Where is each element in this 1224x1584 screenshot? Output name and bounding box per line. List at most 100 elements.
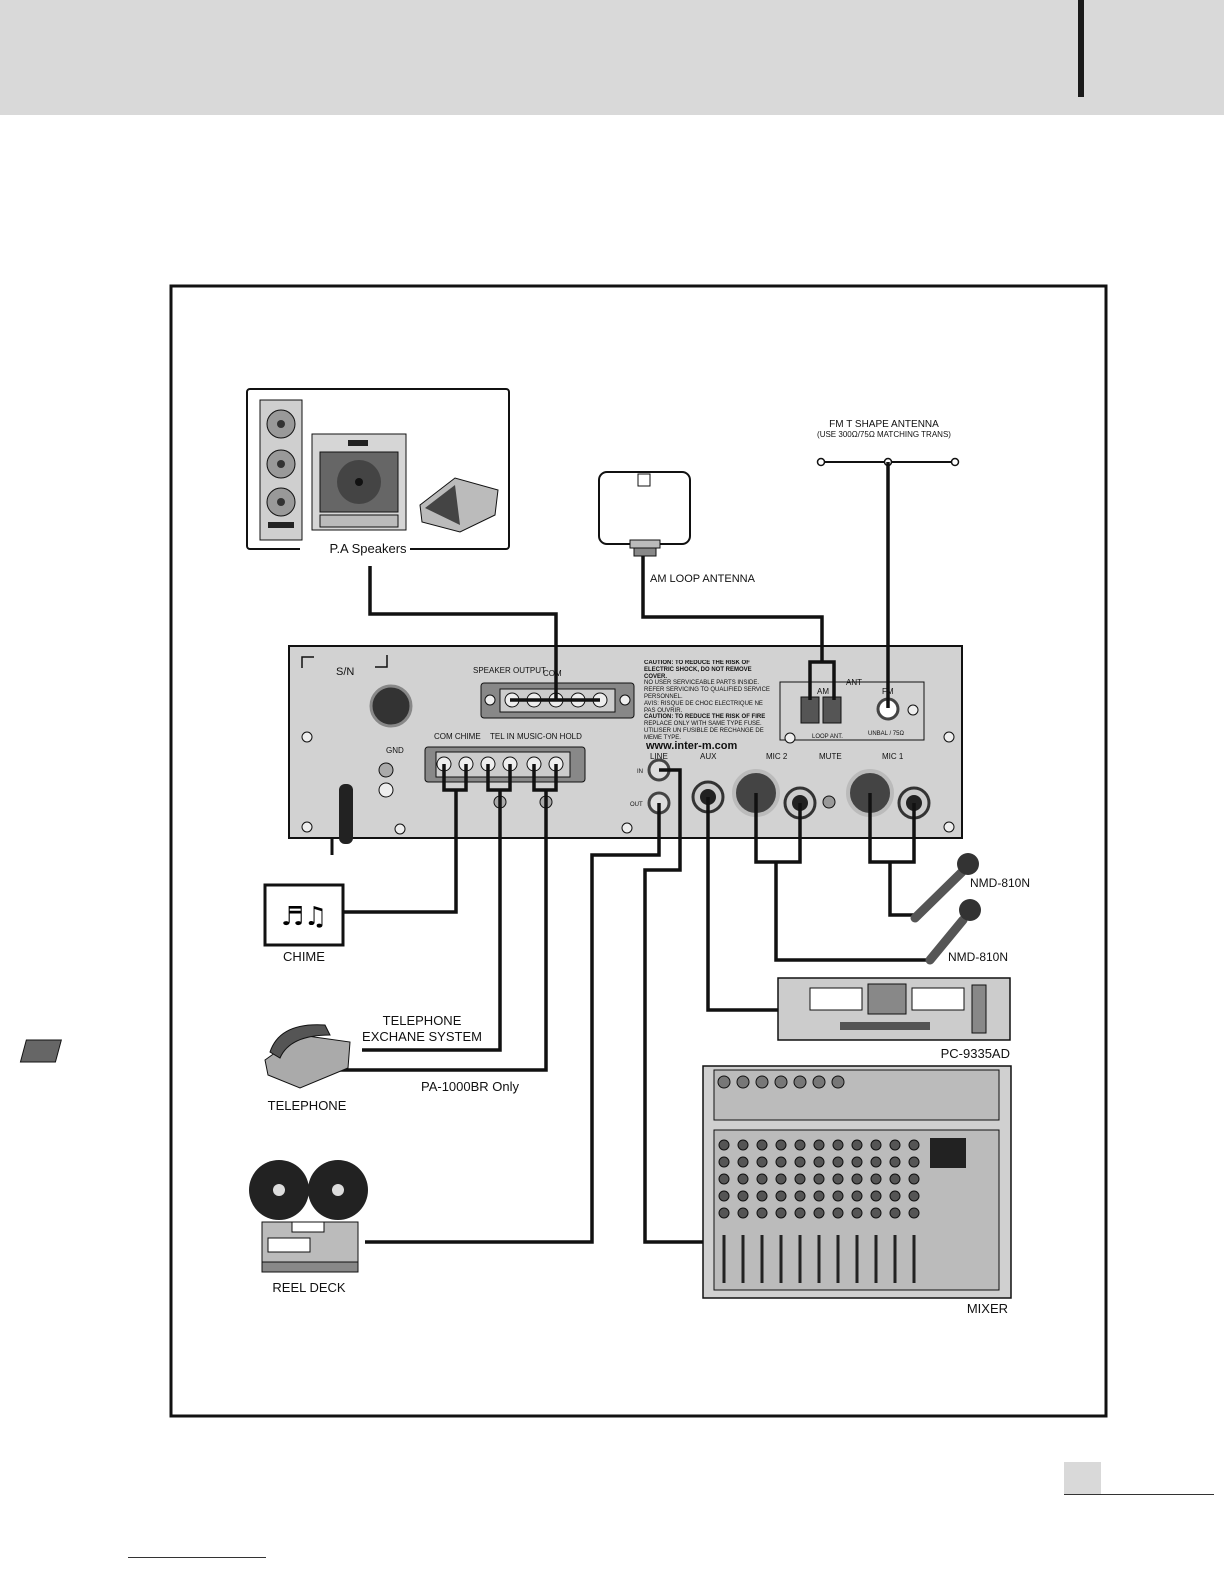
mixer-knob <box>870 1207 882 1219</box>
mixer-knob <box>718 1156 730 1168</box>
caution-text: CAUTION: TO REDUCE THE RISK OF FIRE <box>644 714 766 721</box>
mixer-knob <box>851 1156 863 1168</box>
am-label: AM <box>817 687 829 696</box>
mixer-fader <box>722 1235 726 1283</box>
mixer-knob <box>718 1190 730 1202</box>
ant-label: ANT <box>846 678 862 687</box>
mixer-knob <box>756 1190 768 1202</box>
mixer-knob <box>737 1190 749 1202</box>
footer-rule-left <box>128 1557 266 1558</box>
mic2-label: MIC 2 <box>766 752 788 761</box>
mixer-knob <box>775 1156 787 1168</box>
tel-in-label: TEL IN <box>490 732 515 741</box>
page-number-box <box>1064 1462 1101 1494</box>
am-loop-antenna: AM LOOP ANTENNA <box>598 471 756 585</box>
diagram-frame <box>169 284 1108 1418</box>
mixer-knob <box>756 1156 768 1168</box>
mixer-knob <box>718 1139 730 1151</box>
caution-text: UTILISER UN FUSIBLE DE RECHANGE DE MEME … <box>644 727 764 741</box>
mixer-knob <box>813 1173 825 1185</box>
mixer-fader <box>893 1235 897 1283</box>
mixer-input-jack <box>831 1075 845 1089</box>
unbal-label: UNBAL / 75Ω <box>868 731 904 737</box>
mixer-knob <box>775 1190 787 1202</box>
mixer-knob <box>794 1156 806 1168</box>
reel-deck-label: REEL DECK <box>272 1280 346 1295</box>
mixer-input-jack <box>812 1075 826 1089</box>
mic1-label: MIC 1 <box>882 752 904 761</box>
serial-number-label: S/N <box>336 666 354 678</box>
caution-text: NO USER SERVICEABLE PARTS INSIDE. <box>644 680 760 687</box>
mixer-knob <box>908 1156 920 1168</box>
mixer-fader <box>855 1235 859 1283</box>
website-text: www.inter-m.com <box>645 740 737 752</box>
mixer: MIXER <box>702 1065 1012 1316</box>
mixer-knob <box>832 1173 844 1185</box>
mixer-knob <box>737 1173 749 1185</box>
pa1000br-only-label: PA-1000BR Only <box>421 1079 520 1094</box>
mixer-knob <box>794 1173 806 1185</box>
microphone-icon: NMD-810N <box>910 853 1030 923</box>
mixer-input-jack <box>755 1075 769 1089</box>
fm-t-shape-antenna: FM T SHAPE ANTENNA (USE 300Ω/75Ω MATCHIN… <box>816 419 960 467</box>
mixer-label: MIXER <box>967 1301 1008 1316</box>
mixer-knob <box>851 1139 863 1151</box>
mixer-fader <box>817 1235 821 1283</box>
music-on-hold-label: MUSIC-ON HOLD <box>517 732 582 741</box>
mixer-knob <box>756 1207 768 1219</box>
microphone-icon: NMD-810N <box>925 899 1008 965</box>
aux-label: AUX <box>700 752 717 761</box>
footer-rule <box>1064 1494 1214 1495</box>
mixer-knob <box>832 1139 844 1151</box>
telephone-exchange-label: EXCHANE SYSTEM <box>362 1029 482 1044</box>
mixer-knob <box>813 1190 825 1202</box>
mixer-knob <box>794 1139 806 1151</box>
mixer-input-jack <box>793 1075 807 1089</box>
mixer-knob <box>851 1173 863 1185</box>
mixer-knob <box>851 1190 863 1202</box>
caution-text: REFER SERVICING TO QUALIFIED SERVICE PER… <box>644 687 770 700</box>
header-accent-bar <box>1078 0 1084 97</box>
mic1-model-label: NMD-810N <box>970 876 1030 890</box>
mixer-fader <box>874 1235 878 1283</box>
mixer-knob <box>908 1173 920 1185</box>
avis-text: AVIS: RISQUE DE CHOC ELECTRIQUE NE PAS O… <box>644 700 763 714</box>
mixer-input-jack <box>736 1075 750 1089</box>
connection-wires <box>330 462 930 1244</box>
mute-label: MUTE <box>819 752 842 761</box>
pa-speakers: P.A Speakers <box>246 388 510 557</box>
mixer-knob <box>718 1173 730 1185</box>
fm-antenna-title: FM T SHAPE ANTENNA <box>829 419 939 430</box>
telephone-icon: TELEPHONE <box>19 1024 351 1113</box>
am-loop-antenna-label: AM LOOP ANTENNA <box>650 573 756 585</box>
chime-unit: ♬♫ CHIME <box>263 883 345 964</box>
chime-label: CHIME <box>283 949 325 964</box>
cassette-deck-label: PC-9335AD <box>941 1046 1010 1061</box>
fm-antenna-note: (USE 300Ω/75Ω MATCHING TRANS) <box>817 430 951 439</box>
line-in-label: IN <box>637 769 643 775</box>
gnd-label: GND <box>386 746 404 755</box>
mixer-knob <box>870 1173 882 1185</box>
line-out-label: OUT <box>630 802 643 808</box>
mixer-fader <box>798 1235 802 1283</box>
mixer-knob <box>889 1156 901 1168</box>
mixer-knob <box>870 1156 882 1168</box>
mixer-knob <box>718 1207 730 1219</box>
caution-text: CAUTION: TO REDUCE THE RISK OF ELECTRIC … <box>644 660 752 680</box>
amplifier-rear-panel: S/N SPEAKER OUTPUT COM CAUTION: TO REDUC… <box>288 645 963 844</box>
mixer-knob <box>889 1190 901 1202</box>
line-label: LINE <box>650 752 668 761</box>
mixer-knob <box>908 1139 920 1151</box>
mixer-fader <box>760 1235 764 1283</box>
page-header-band <box>0 0 1224 115</box>
mixer-knob <box>889 1207 901 1219</box>
mixer-knob <box>756 1139 768 1151</box>
com-chime-label: COM CHIME <box>434 732 481 741</box>
mixer-knob <box>832 1190 844 1202</box>
cassette-deck: PC-9335AD <box>777 977 1011 1061</box>
music-note-icon: ♬♫ <box>281 902 328 932</box>
mixer-knob <box>775 1139 787 1151</box>
mixer-knob <box>813 1207 825 1219</box>
mixer-knob <box>908 1207 920 1219</box>
